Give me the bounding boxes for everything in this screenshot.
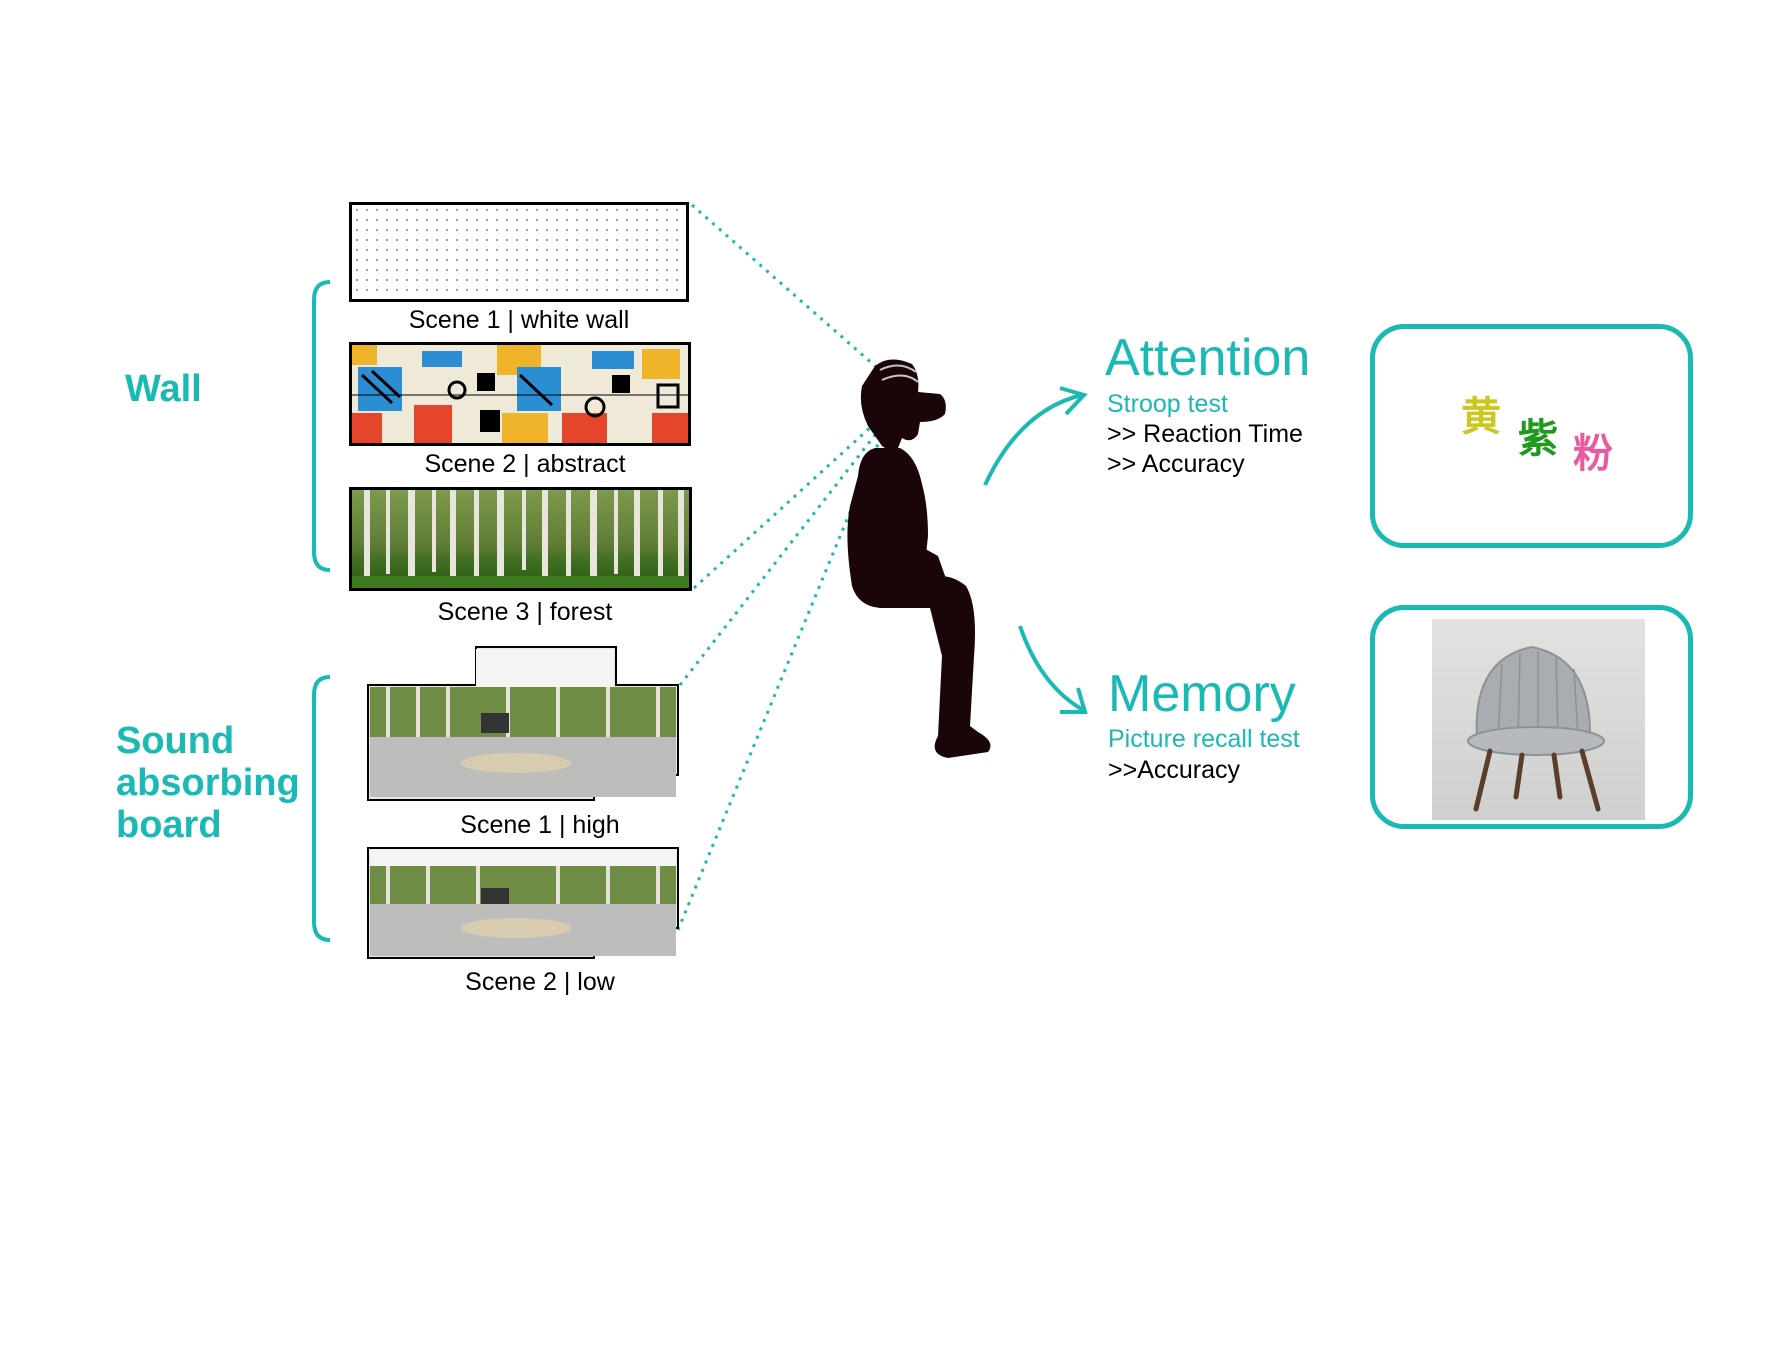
attention-metric-accuracy: >> Accuracy <box>1107 450 1245 478</box>
memory-arrowhead <box>1060 687 1088 714</box>
wall-group-label: Wall <box>125 368 202 410</box>
scene-caption: Scene 2 | abstract <box>424 450 626 478</box>
sightline-board2 <box>676 414 892 931</box>
attention-test-name: Stroop test <box>1107 390 1228 418</box>
forest-pattern <box>352 490 689 588</box>
attention-arrowhead <box>1059 386 1088 416</box>
memory-arrow <box>1018 625 1085 712</box>
scene-board-high-panel <box>367 646 679 801</box>
sightline-scene3 <box>692 403 897 590</box>
chair-image <box>1432 619 1645 820</box>
stroop-example-box: 黄 紫 粉 <box>1370 324 1693 548</box>
sightline-scene1 <box>691 203 901 390</box>
sightline-board1 <box>678 411 895 686</box>
scene-forest-panel <box>349 487 692 591</box>
scene-caption: Scene 1 | high <box>460 811 620 839</box>
sightline-group <box>676 203 901 931</box>
scene-caption: Scene 2 | low <box>465 968 615 996</box>
attention-arrow <box>983 393 1083 486</box>
attention-metric-reaction-time: >> Reaction Time <box>1107 420 1303 448</box>
scene-white-wall-panel <box>349 202 689 302</box>
stroop-word-pink: 粉 <box>1573 431 1613 477</box>
scene-caption: Scene 3 | forest <box>437 598 613 626</box>
seated-person-vr-silhouette <box>847 359 991 758</box>
memory-metric-accuracy: >>Accuracy <box>1108 756 1241 784</box>
stroop-word-purple: 紫 <box>1518 416 1558 462</box>
headset-strap <box>879 364 919 383</box>
scene-caption: Scene 1 | white wall <box>408 306 630 334</box>
memory-title: Memory <box>1108 665 1296 723</box>
wall-bracket <box>312 280 331 572</box>
attention-title: Attention <box>1105 329 1311 387</box>
sound-board-group-label: Sound absorbing board <box>116 720 300 846</box>
scene-board-low-panel <box>367 847 679 959</box>
stroop-word-yellow: 黄 <box>1461 394 1501 440</box>
scene-abstract-panel <box>349 342 691 446</box>
memory-test-name: Picture recall test <box>1108 725 1300 753</box>
picture-recall-example-box <box>1370 605 1693 829</box>
sound-bracket <box>312 675 331 942</box>
abstract-pattern <box>352 345 688 443</box>
